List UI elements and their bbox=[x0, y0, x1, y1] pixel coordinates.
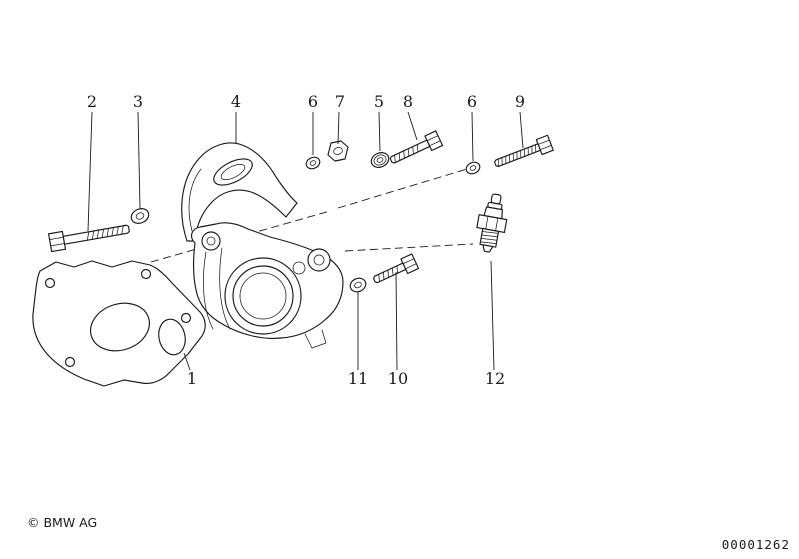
leader-line-5-5 bbox=[378, 111, 381, 152]
callout-label-5-5[interactable]: 5 bbox=[374, 92, 384, 111]
leader-line-3-1 bbox=[137, 111, 141, 209]
drawing-number: 00001262 bbox=[721, 537, 790, 552]
callout-label-12-12[interactable]: 12 bbox=[485, 369, 505, 388]
leader-line-6-7 bbox=[471, 111, 474, 162]
callout-label-1-9[interactable]: 1 bbox=[187, 369, 197, 388]
part-bolt-10 bbox=[372, 253, 420, 284]
part-housing bbox=[181, 142, 344, 349]
leader-line-1-9 bbox=[183, 352, 191, 371]
leader-line-12-12 bbox=[490, 260, 495, 371]
callout-label-7-4[interactable]: 7 bbox=[335, 92, 345, 111]
part-washer-6-front bbox=[305, 156, 321, 170]
copyright-text: © BMW AG bbox=[27, 515, 98, 530]
part-bolt-8 bbox=[389, 130, 444, 164]
callout-label-9-8[interactable]: 9 bbox=[515, 92, 525, 111]
part-pressure-switch-12 bbox=[476, 193, 508, 253]
leader-line-9-8 bbox=[519, 111, 524, 149]
part-washer-3 bbox=[130, 208, 150, 224]
callout-label-11-10[interactable]: 11 bbox=[348, 369, 368, 388]
callout-label-6-7[interactable]: 6 bbox=[467, 92, 477, 111]
leader-line-7-4 bbox=[337, 111, 340, 145]
part-bolt-2 bbox=[48, 224, 130, 253]
part-gasket bbox=[32, 260, 206, 387]
part-nut-7 bbox=[327, 140, 349, 162]
callout-label-3-1[interactable]: 3 bbox=[133, 92, 143, 111]
callout-label-8-6[interactable]: 8 bbox=[403, 92, 413, 111]
leader-line-2-0 bbox=[87, 111, 93, 232]
callout-label-2-0[interactable]: 2 bbox=[87, 92, 97, 111]
part-bolt-9 bbox=[494, 134, 554, 168]
leader-line-10-11 bbox=[395, 271, 398, 371]
part-washer-6-rear bbox=[465, 161, 481, 175]
part-washer-5 bbox=[370, 152, 390, 168]
part-washer-11 bbox=[349, 277, 367, 293]
callout-label-6-3[interactable]: 6 bbox=[308, 92, 318, 111]
callout-label-4-2[interactable]: 4 bbox=[231, 92, 241, 111]
callout-label-10-11[interactable]: 10 bbox=[388, 369, 408, 388]
leader-line-8-6 bbox=[407, 111, 418, 141]
